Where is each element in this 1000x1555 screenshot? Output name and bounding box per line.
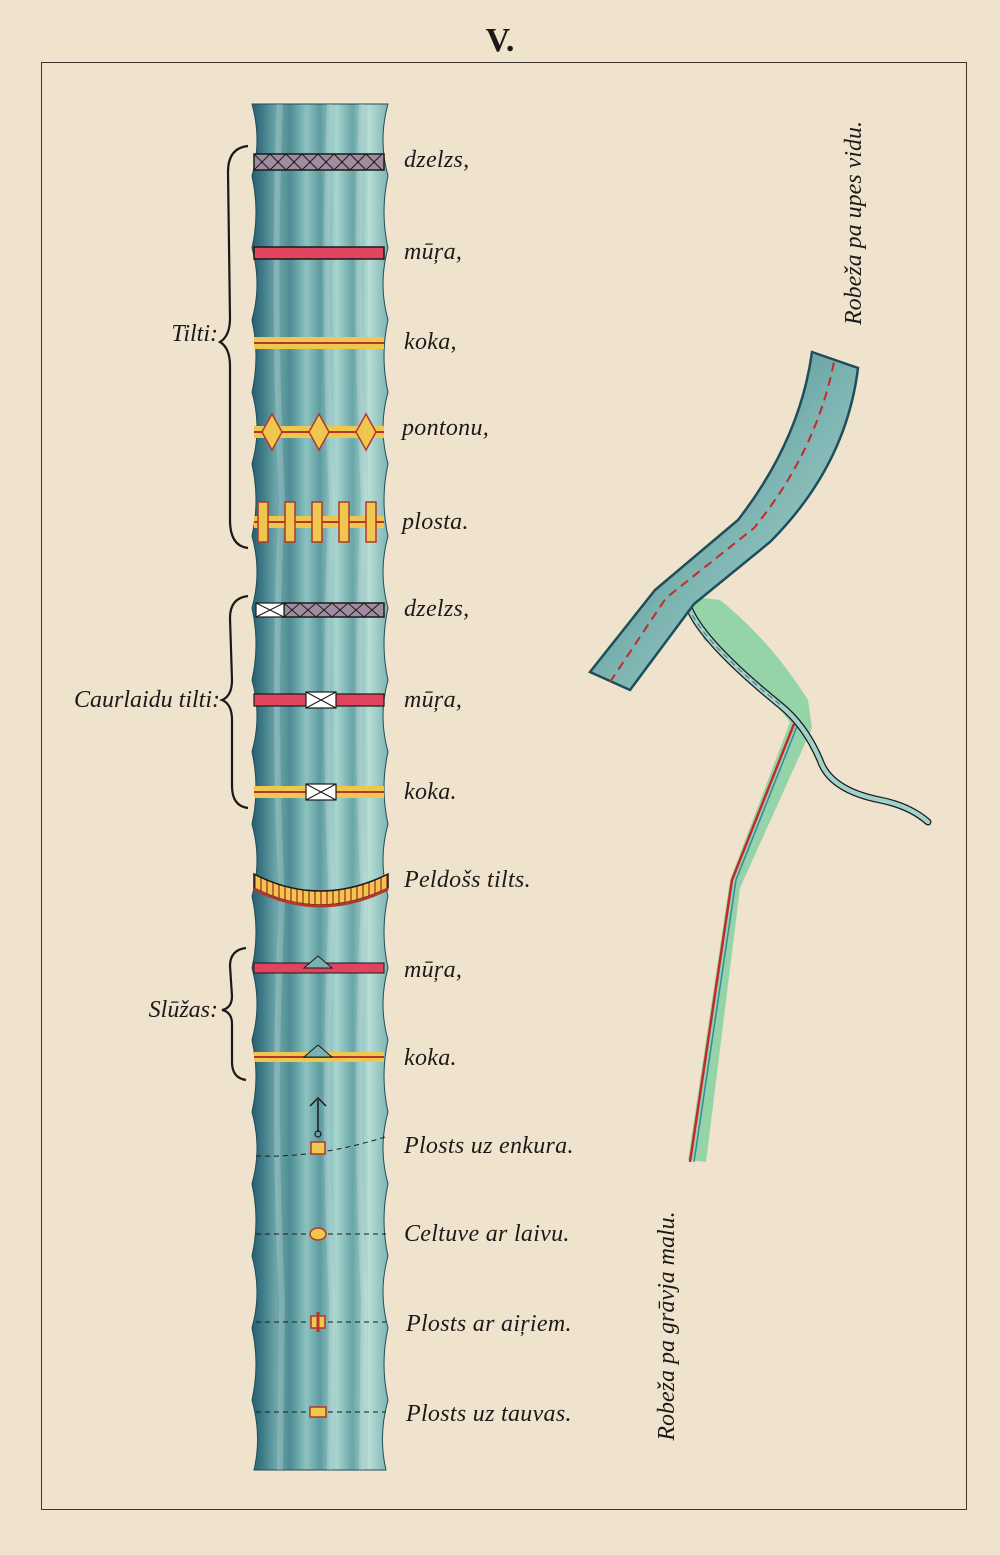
item-label-boat-ferry: Celtuve ar laivu. — [404, 1221, 570, 1247]
item-label-wooden-bridge: koka, — [404, 329, 457, 355]
ditch-boundary-line — [688, 723, 796, 1163]
group-label-tilti: Tilti: — [171, 321, 218, 347]
item-label-iron-bridge: dzelzs, — [404, 147, 470, 173]
boundary-label-ditch-bank: Robeža pa grāvja malu. — [654, 1211, 680, 1441]
boat-ferry-symbol — [256, 1227, 386, 1241]
group-label-caurlaidu-tilti: Caurlaidu tilti: — [73, 687, 220, 713]
river-middle-boundary — [609, 361, 835, 683]
item-label-masonry-bridge: mūŗa, — [404, 239, 463, 265]
river-branch — [588, 350, 860, 692]
brace-tilti — [217, 144, 249, 550]
item-label-anchor-raft: Plosts uz enkura. — [404, 1133, 574, 1159]
item-label-floating-bridge: Peldošs tilts. — [404, 867, 531, 893]
masonry-lock-symbol — [253, 955, 385, 974]
brace-caurlaidu — [219, 594, 249, 810]
floating-bridge-symbol — [253, 872, 389, 908]
iron-bridge-symbol — [253, 153, 385, 171]
item-label-masonry-drawbridge: mūŗa, — [404, 687, 463, 713]
item-label-wooden-drawbridge: koka. — [404, 779, 457, 805]
item-label-masonry-lock: mūŗa, — [404, 957, 463, 983]
masonry-drawbridge-symbol — [253, 691, 385, 709]
boundary-diagram — [588, 350, 932, 1163]
ditch-band-lower — [688, 722, 812, 1162]
rope-raft-symbol — [256, 1406, 386, 1418]
plate-number: V. — [485, 22, 515, 59]
wooden-lock-symbol — [254, 1044, 384, 1062]
wooden-drawbridge-symbol — [254, 783, 384, 801]
anchor-raft-symbol — [255, 1096, 389, 1157]
item-label-raft-bridge: plosta. — [402, 509, 469, 535]
raft-bridge-symbol — [254, 501, 384, 543]
item-label-rope-raft: Plosts uz tauvas. — [406, 1401, 572, 1427]
ditch-band-upper — [686, 596, 812, 728]
boundary-label-river-middle: Robeža pa upes vidu. — [841, 121, 867, 325]
masonry-bridge-symbol — [253, 246, 385, 260]
brace-sluzas — [221, 946, 247, 1082]
wooden-bridge-symbol — [254, 337, 384, 349]
item-label-wooden-lock: koka. — [404, 1045, 457, 1071]
item-label-pontoon-bridge: pontonu, — [402, 415, 490, 441]
item-label-iron-drawbridge: dzelzs, — [404, 596, 470, 622]
pontoon-bridge-symbol — [254, 412, 384, 452]
group-label-sluzas: Slūžas: — [148, 997, 218, 1023]
oar-raft-symbol — [256, 1312, 386, 1332]
iron-drawbridge-symbol — [255, 602, 385, 618]
item-label-oar-raft: Plosts ar aiŗiem. — [406, 1311, 572, 1337]
plate-frame — [41, 62, 967, 1510]
